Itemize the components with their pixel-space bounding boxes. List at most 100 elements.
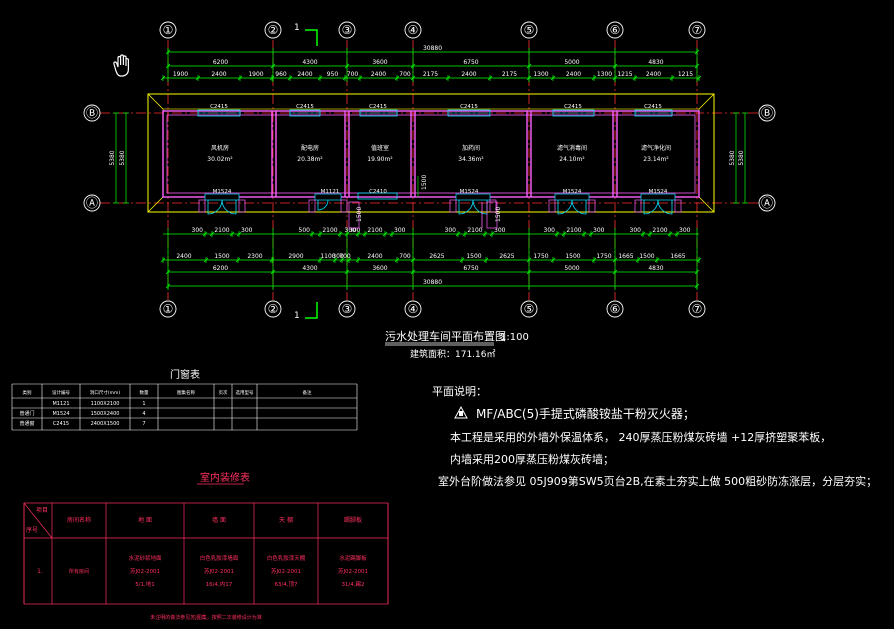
dim-depth-left-1: 5380 bbox=[119, 150, 126, 165]
dim-bot2-6: 700 bbox=[339, 253, 351, 260]
axis-bubble-A-left bbox=[83, 194, 101, 212]
room-area-5: 23.14m² bbox=[643, 156, 669, 163]
dim-bot2-16: 1500 bbox=[639, 253, 654, 260]
dim-bot1-10: 2100 bbox=[467, 227, 482, 234]
axis-label-5-top: ⑤ bbox=[524, 23, 535, 37]
dim-bot1-17: 300 bbox=[679, 227, 691, 234]
axis-bubble-6-bottom bbox=[606, 300, 624, 318]
finish-ceiling-0: 白色乳胶漆天棚 bbox=[267, 554, 306, 562]
dim-bot2-8: 700 bbox=[399, 253, 411, 260]
dim-bottom-bay-4: 5000 bbox=[564, 265, 579, 272]
axis-bubble-7-top bbox=[688, 21, 706, 39]
window-code-5: C2415 bbox=[644, 104, 662, 110]
dim-bot2-13: 1500 bbox=[565, 253, 580, 260]
dim-top-bay-0: 6200 bbox=[213, 59, 228, 66]
schedule-cell-2-0: 普通窗 bbox=[19, 420, 34, 427]
pan-hand-icon[interactable] bbox=[113, 54, 129, 77]
axis-lines bbox=[100, 40, 760, 300]
door-code-3: M1524 bbox=[563, 189, 582, 195]
dim-top-total-0: 30880 bbox=[423, 45, 442, 52]
axis-bubble-7-bottom bbox=[688, 300, 706, 318]
dim-bot2-12: 1750 bbox=[533, 253, 548, 260]
dim-top-detail-9: 2175 bbox=[423, 71, 438, 78]
axis-bubble-2-top bbox=[264, 21, 282, 39]
dim-top-detail-8: 700 bbox=[399, 71, 411, 78]
dim-bot2-2: 2300 bbox=[247, 253, 262, 260]
schedule-header-4: 图集名称 bbox=[177, 389, 195, 396]
finish-header-2: 房间名称 bbox=[67, 516, 91, 524]
axis-label-7-top: ⑦ bbox=[692, 23, 703, 37]
door-code-1: M1121 bbox=[321, 189, 340, 195]
finish-floor-2: 5/1,地1 bbox=[135, 580, 155, 588]
room-name-3: 加药间 bbox=[462, 144, 480, 152]
dim-depth-left-0: 5380 bbox=[109, 150, 116, 165]
dim-bot2-14: 1750 bbox=[596, 253, 611, 260]
axis-label-6-bottom: ⑥ bbox=[610, 302, 621, 316]
schedule-cell-2-2: 2400X1500 bbox=[91, 421, 120, 427]
axis-bubble-1-bottom bbox=[159, 300, 177, 318]
door-code-0: M1524 bbox=[213, 189, 232, 195]
dim-top-bay-4: 5000 bbox=[564, 59, 579, 66]
dim-top-detail-0: 1900 bbox=[173, 71, 188, 78]
plan-notes: 平面说明： MF/ABC(5)手提式磷酸铵盐干粉灭火器； 本工程是采用的外墙外保… bbox=[432, 384, 877, 488]
finish-header-5: 天 棚 bbox=[279, 516, 293, 524]
room-name-1: 配电房 bbox=[301, 144, 319, 152]
schedule-header-1: 设计编号 bbox=[52, 389, 70, 396]
dim-bot1-7: 2100 bbox=[367, 227, 382, 234]
axis-label-3-bottom: ③ bbox=[342, 302, 353, 316]
finish-header-3: 地 面 bbox=[138, 516, 152, 524]
finish-header-item: 项目 bbox=[36, 507, 48, 514]
room-area-1: 20.38m² bbox=[297, 156, 323, 163]
top-windows bbox=[197, 109, 673, 200]
entry-step-left bbox=[348, 201, 360, 229]
axis-bubble-3-bottom bbox=[338, 300, 356, 318]
drawing-scale: 1:100 bbox=[500, 332, 529, 343]
dim-bot2-7: 2400 bbox=[367, 253, 382, 260]
room-area-2: 19.90m² bbox=[367, 156, 393, 163]
axis-label-5-bottom: ⑤ bbox=[524, 302, 535, 316]
window-code-4: C2415 bbox=[564, 104, 582, 110]
schedule-cell-0-2: 1100X2100 bbox=[91, 401, 120, 407]
axis-bubble-2-bottom bbox=[264, 300, 282, 318]
axis-label-A-left: Ⓐ bbox=[86, 196, 98, 210]
dim-top-detail-10: 2400 bbox=[461, 71, 476, 78]
step-dimension-label: 1500 bbox=[421, 175, 428, 190]
dim-top-detail-11: 2175 bbox=[502, 71, 517, 78]
finish-wall-1: 苏J02-2001 bbox=[204, 567, 234, 575]
room-name-5: 滤气净化间 bbox=[641, 144, 671, 152]
dim-top-detail-3: 960 bbox=[275, 71, 287, 78]
dim-bot2-15: 1665 bbox=[618, 253, 633, 260]
dim-bot1-4: 2100 bbox=[322, 227, 337, 234]
schedule-header-6: 选用型号 bbox=[236, 389, 254, 396]
finish-skirting-0: 水泥踢脚板 bbox=[339, 554, 367, 562]
window-code-0: C2415 bbox=[210, 104, 228, 110]
finish-header-no: 序号 bbox=[26, 526, 38, 534]
dim-top-detail-17: 1215 bbox=[678, 71, 693, 78]
schedule-cell-0-1: M1121 bbox=[52, 401, 69, 407]
schedule-cell-1-0: 普通门 bbox=[19, 410, 34, 417]
room-area-4: 24.10m² bbox=[559, 156, 585, 163]
axis-bubble-B-right bbox=[758, 104, 776, 122]
interior-finish-table: 室内装修表 项目序号房间名称地 面墙 面天 棚踢脚板1.所有房间水泥砂浆地面苏J… bbox=[23, 471, 389, 621]
finish-footnote: 未注明的做法参见苏J图集，按照二次装修设计为准 bbox=[150, 614, 261, 621]
axis-label-2-top: ② bbox=[268, 23, 279, 37]
door-swing-right-0 bbox=[221, 199, 237, 215]
room-name-2: 值班室 bbox=[371, 144, 389, 152]
dimension-lines bbox=[113, 48, 748, 290]
entry-step-right bbox=[486, 201, 498, 229]
finish-row-no: 1. bbox=[37, 568, 43, 575]
schedule-header-3: 数量 bbox=[140, 389, 149, 396]
step-bottom-dim: 1500 bbox=[495, 207, 502, 222]
dim-top-detail-4: 2400 bbox=[297, 71, 312, 78]
finish-skirting-1: 苏J02-2001 bbox=[338, 567, 368, 575]
window-code-1: C2415 bbox=[296, 104, 314, 110]
axis-label-4-bottom: ④ bbox=[408, 302, 419, 316]
axis-bubble-5-top bbox=[520, 21, 538, 39]
room-name-0: 风机房 bbox=[211, 144, 229, 152]
schedule-header-2: 洞口尺寸(mm) bbox=[90, 389, 121, 396]
fire-extinguisher-icon bbox=[454, 405, 468, 419]
finish-wall-0: 白色乳胶漆墙面 bbox=[200, 554, 239, 562]
